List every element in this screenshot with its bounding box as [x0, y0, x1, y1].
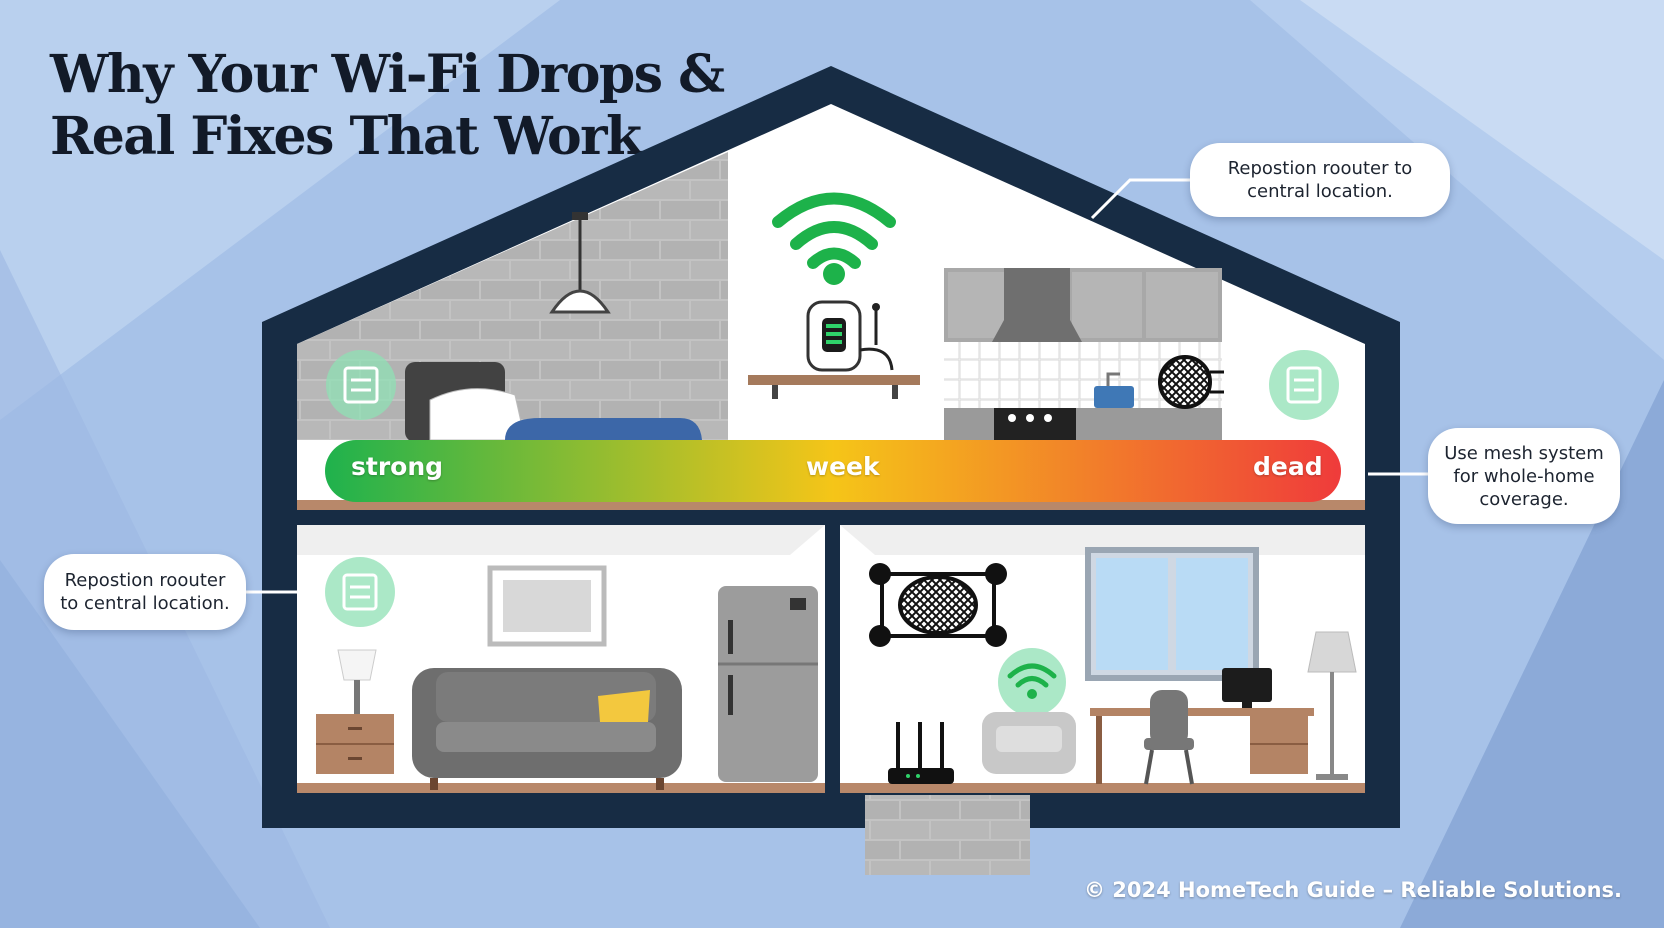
title-line-1: Why Your Wi-Fi Drops & — [50, 44, 725, 105]
window — [1085, 547, 1259, 681]
kitchen — [944, 268, 1222, 440]
attic-floor — [297, 500, 1365, 510]
title-line-2: Real Fixes That Work — [50, 106, 642, 167]
desk — [1090, 668, 1314, 785]
callout-reposition-router-left: Repostion roouter to central location. — [44, 554, 246, 630]
signal-label-strong: strong — [351, 452, 444, 481]
copyright-footer: © 2024 HomeTech Guide – Reliable Solutio… — [1083, 878, 1622, 902]
callout-line: coverage. — [1479, 488, 1569, 510]
wall-shelf — [748, 375, 920, 385]
pendant-lamp — [549, 289, 611, 314]
side-table-lamp — [316, 649, 394, 774]
callout-mesh-system: Use mesh system for whole-home coverage. — [1428, 428, 1620, 524]
wifi-icon — [998, 648, 1066, 716]
signal-label-weak: week — [806, 452, 880, 481]
router-icon — [888, 722, 954, 784]
callout-line: central location. — [1247, 181, 1393, 202]
mesh-node-icon — [869, 563, 1007, 647]
document-icon — [1269, 350, 1339, 420]
mesh-node-icon — [1158, 355, 1224, 409]
attic-brick-wall — [297, 152, 728, 440]
router-icon — [806, 300, 894, 372]
document-icon — [325, 557, 395, 627]
floor-lamp — [1307, 631, 1357, 780]
armchair — [982, 712, 1076, 774]
callout-line: Use mesh system — [1444, 442, 1604, 464]
wifi-icon — [772, 192, 896, 285]
signal-label-dead: dead — [1253, 452, 1323, 481]
refrigerator — [718, 586, 818, 782]
callout-reposition-router-top: Repostion roouter to central location. — [1190, 143, 1450, 217]
sofa — [412, 668, 682, 790]
foundation — [865, 795, 1030, 875]
callout-line: to central location. — [60, 593, 230, 614]
page-title: Why Your Wi-Fi Drops & Real Fixes That W… — [50, 44, 725, 168]
signal-strength-bar — [325, 440, 1341, 502]
callout-line: Repostion roouter — [64, 570, 226, 591]
callout-line: for whole-home — [1453, 465, 1595, 487]
callout-line: Repostion roouter to — [1227, 158, 1413, 179]
document-icon — [326, 350, 396, 420]
